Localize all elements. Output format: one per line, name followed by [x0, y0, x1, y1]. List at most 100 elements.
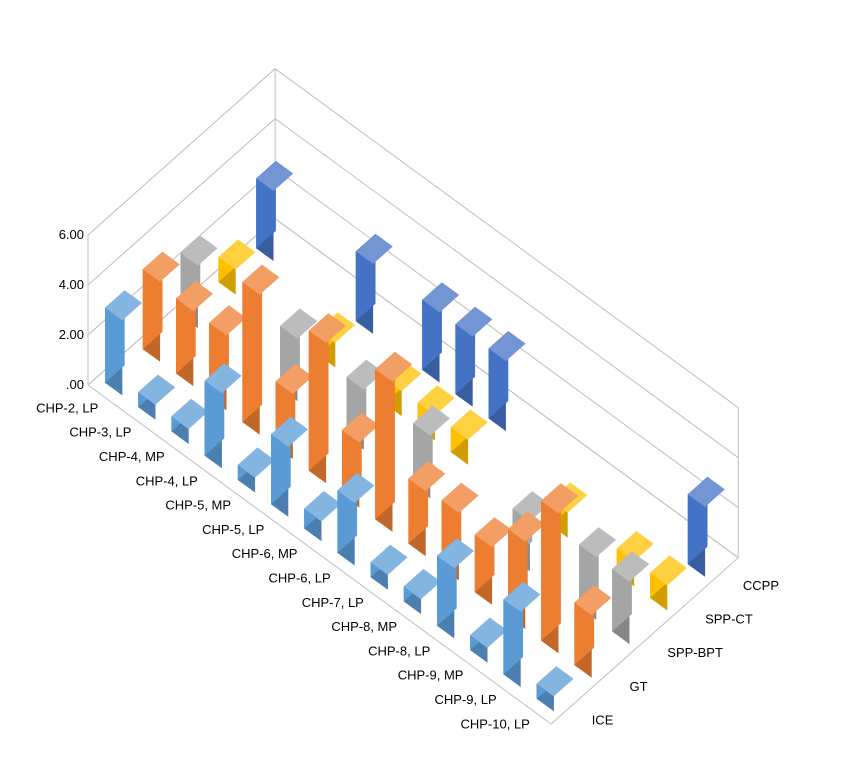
y-tick-label: 4.00: [59, 277, 84, 292]
bar: [375, 351, 413, 532]
bar-top-face: [271, 416, 308, 447]
bar-top-face: [105, 290, 142, 321]
bar-top-face: [355, 233, 393, 264]
bar: [204, 363, 242, 469]
bar: [470, 617, 508, 663]
y-axis-ticks: .00 2.00 4.00 6.00: [59, 227, 84, 392]
bar-top-face: [237, 447, 275, 478]
bar: [256, 160, 294, 261]
bar-top-face: [650, 555, 687, 586]
bar-top-face: [536, 666, 574, 697]
series-label: ICE: [592, 712, 614, 727]
bar: [304, 491, 342, 542]
bar-side-face: [242, 264, 263, 423]
bar: [337, 472, 375, 566]
bar-top-face: [138, 374, 176, 405]
bar-top-face: [403, 569, 441, 600]
series-label: SPP-CT: [705, 612, 753, 627]
bar: [422, 282, 460, 383]
bar-top-face: [616, 531, 654, 562]
bar-top-face: [470, 617, 508, 648]
bar: [242, 264, 280, 435]
bar: [308, 313, 346, 484]
bar: [612, 551, 650, 645]
category-label: CHP-2, LP: [36, 400, 98, 415]
category-label: CHP-6, MP: [232, 546, 298, 561]
bar-top-face: [508, 511, 545, 542]
category-label: CHP-4, LP: [136, 473, 198, 488]
bar-top-face: [209, 305, 247, 336]
bar-top-face: [512, 491, 550, 522]
bar-top-face: [180, 235, 218, 266]
y-tick-label: 6.00: [59, 227, 84, 242]
bar-top-face: [176, 281, 213, 312]
bar: [488, 331, 526, 432]
bar: [541, 483, 579, 654]
category-label: CHP-10, LP: [460, 716, 529, 731]
bar: [503, 581, 541, 687]
bar-top-face: [337, 472, 375, 503]
category-label: CHP-6, LP: [269, 570, 331, 585]
bar-top-face: [304, 491, 342, 522]
bar-top-face: [455, 306, 493, 337]
bar: [403, 569, 441, 615]
bar-top-face: [450, 409, 488, 440]
bar: [450, 409, 488, 465]
bar-top-face: [503, 581, 541, 612]
bar: [138, 374, 176, 420]
bar: [574, 585, 612, 678]
bar: [370, 544, 408, 590]
bar: [474, 517, 512, 605]
bar-top-face: [474, 517, 512, 548]
bar-top-face: [687, 476, 725, 507]
bar: [237, 447, 275, 493]
category-label: CHP-8, LP: [368, 643, 430, 658]
bar: [271, 416, 308, 517]
chart-walls: [87, 68, 740, 725]
bar-side-face: [375, 351, 395, 520]
bar-top-face: [408, 461, 446, 492]
bar-top-face: [142, 251, 180, 282]
bar: [142, 251, 180, 362]
category-labels: CHP-2, LP CHP-3, LP CHP-4, MP CHP-4, LP CHP-…: [36, 400, 530, 731]
bar-top-face: [308, 313, 346, 344]
bar-top-face: [574, 585, 612, 616]
bar-top-face: [422, 282, 460, 313]
category-label: CHP-5, LP: [202, 522, 264, 537]
series-label: CCPP: [743, 578, 779, 593]
bar-top-face: [375, 351, 413, 382]
bar: [687, 476, 725, 577]
bar-top-face: [171, 398, 209, 429]
bar-side-face: [308, 313, 329, 471]
bar: [408, 461, 446, 557]
bar-top-face: [346, 359, 384, 390]
bar: [455, 306, 493, 407]
chart-bars: [105, 160, 725, 712]
category-label: CHP-7, LP: [302, 595, 364, 610]
bar-top-face: [417, 385, 455, 416]
bar-top-face: [579, 527, 616, 558]
bar: [105, 290, 142, 396]
category-label: CHP-9, LP: [435, 692, 497, 707]
bar-top-face: [242, 264, 280, 295]
series-label: GT: [630, 679, 648, 694]
y-tick-label: .00: [66, 377, 84, 392]
bar-top-face: [437, 538, 474, 569]
category-label: CHP-8, MP: [331, 619, 397, 634]
bar-side-face: [541, 483, 561, 641]
category-label: CHP-5, MP: [165, 498, 231, 513]
bar-top-face: [612, 551, 650, 582]
bar: [355, 233, 393, 334]
y-tick-label: 2.00: [59, 327, 84, 342]
bar-top-face: [370, 544, 408, 575]
category-label: CHP-3, LP: [69, 425, 131, 440]
category-label: CHP-4, MP: [99, 449, 165, 464]
bar-top-face: [541, 483, 579, 514]
bar-top-face: [342, 412, 379, 443]
bar: [536, 666, 574, 712]
bar: [437, 538, 474, 639]
bar: [176, 281, 213, 387]
